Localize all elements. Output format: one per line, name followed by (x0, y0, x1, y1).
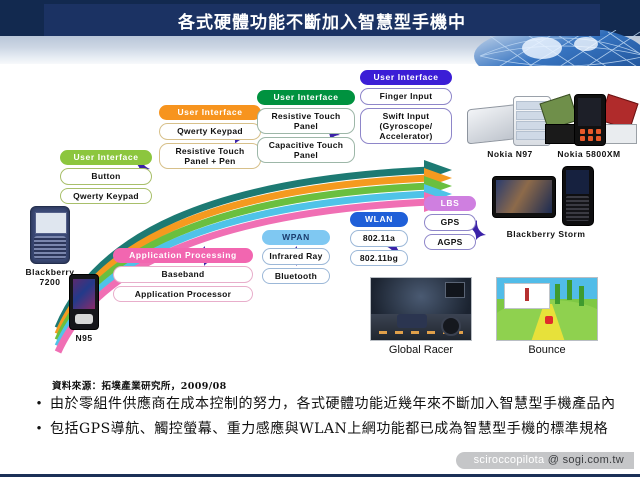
watermark-site: @ sogi.com.tw (547, 454, 624, 466)
item-resistive-touch-panel-pen[interactable]: Resistive Touch Panel + Pen (159, 142, 261, 169)
item-qwerty-keypad-orange[interactable]: Qwerty Keypad (159, 123, 261, 140)
group-ui-purple: User Interface Finger Input Swift Input … (360, 70, 452, 144)
group-wlan: WLAN 802.11a 802.11bg (350, 212, 408, 266)
group-header-application-processing: Application Processing (113, 248, 253, 263)
bullet-text-1: 由於零組件供應商在成本控制的努力，各式硬體功能近幾年來不斷加入智慧型手機產品內 (50, 396, 616, 412)
device-caption-blackberry-storm: Blackberry Storm (506, 229, 586, 239)
device-caption-nokia-n95: N95 (75, 333, 93, 343)
bullet-marker: • (36, 395, 42, 410)
item-gps[interactable]: GPS (424, 214, 476, 231)
bullet-list: • 由於零組件供應商在成本控制的努力，各式硬體功能近幾年來不斷加入智慧型手機產品… (28, 394, 628, 444)
item-swift-input[interactable]: Swift Input (Gyroscope/ Accelerator) (360, 107, 452, 144)
screenshot-bounce: Bounce (494, 277, 600, 356)
item-application-processor[interactable]: Application Processor (113, 285, 253, 302)
item-infrared-ray[interactable]: Infrared Ray (262, 248, 330, 265)
device-blackberry-storm: Blackberry Storm (490, 166, 602, 239)
globe-graphic (410, 30, 640, 66)
bullet-item-1: • 由於零組件供應商在成本控制的努力，各式硬體功能近幾年來不斷加入智慧型手機產品… (28, 394, 628, 415)
group-header-ui-purple: User Interface (360, 70, 452, 85)
item-80211bg[interactable]: 802.11bg (350, 249, 408, 266)
item-qwerty-keypad[interactable]: Qwerty Keypad (60, 187, 152, 204)
global-racer-image (370, 277, 472, 341)
item-bluetooth[interactable]: Bluetooth (262, 267, 330, 284)
group-ui-orange: User Interface Qwerty Keypad Resistive T… (159, 105, 261, 169)
group-header-ui-green: User Interface (60, 150, 152, 165)
item-finger-input[interactable]: Finger Input (360, 88, 452, 105)
nokia-5800xm-phone-image (539, 93, 639, 146)
group-wpan: WPAN Infrared Ray Bluetooth (262, 230, 330, 284)
group-header-wlan: WLAN (350, 212, 408, 227)
slide-title-bar: 各式硬體功能不斷加入智慧型手機中 (44, 4, 600, 36)
bounce-image (496, 277, 598, 341)
watermark-user: sciroccopilota (473, 454, 545, 466)
group-header-lbs: LBS (424, 196, 476, 211)
item-baseband[interactable]: Baseband (113, 266, 253, 283)
device-caption-nokia-n97: Nokia N97 (487, 149, 533, 159)
device-caption-nokia-5800xm: Nokia 5800XM (557, 149, 621, 159)
item-agps[interactable]: AGPS (424, 233, 476, 250)
device-caption-blackberry-7200-line2: 7200 (39, 277, 61, 287)
bullet-item-2: • 包括GPS導航、觸控螢幕、重力感應與WLAN上網功能都已成為智慧型手機的標準… (28, 419, 628, 440)
bullet-marker: • (36, 420, 42, 435)
group-ui-green: User Interface Button Qwerty Keypad (60, 150, 152, 204)
group-lbs: LBS GPS AGPS (424, 196, 476, 250)
page-title: 各式硬體功能不斷加入智慧型手機中 (178, 12, 466, 33)
group-ui-dark-green: User Interface Resistive Touch Panel Cap… (257, 90, 355, 163)
group-header-wpan: WPAN (262, 230, 330, 245)
bullet-text-2: 包括GPS導航、觸控螢幕、重力感應與WLAN上網功能都已成為智慧型手機的標準規格 (50, 421, 609, 437)
source-note: 資料來源：拓墣產業研究所，2009/08 (52, 381, 227, 392)
device-nokia-n95: N95 (58, 274, 110, 343)
screenshot-caption-bounce: Bounce (528, 344, 566, 356)
item-resistive-touch-panel[interactable]: Resistive Touch Panel (257, 108, 355, 134)
blackberry-7200-phone-image (30, 206, 70, 264)
item-button[interactable]: Button (60, 168, 152, 185)
item-capacitive-touch-panel[interactable]: Capacitive Touch Panel (257, 137, 355, 163)
device-caption-blackberry-7200-line1: Blackberry (25, 267, 75, 277)
group-header-ui-orange: User Interface (159, 105, 261, 120)
device-blackberry-7200: Blackberry 7200 (18, 206, 82, 287)
group-application-processing: Application Processing Baseband Applicat… (113, 248, 253, 302)
group-header-ui-dark-green: User Interface (257, 90, 355, 105)
nokia-n95-phone-image (69, 274, 99, 330)
screenshot-global-racer: Global Racer (368, 277, 474, 356)
device-nokia-5800xm: Nokia 5800XM (539, 93, 639, 159)
screenshot-caption-global-racer: Global Racer (388, 344, 454, 356)
watermark: sciroccopilota @ sogi.com.tw (455, 452, 634, 469)
blackberry-storm-phone-image (492, 166, 600, 226)
item-80211a[interactable]: 802.11a (350, 230, 408, 247)
